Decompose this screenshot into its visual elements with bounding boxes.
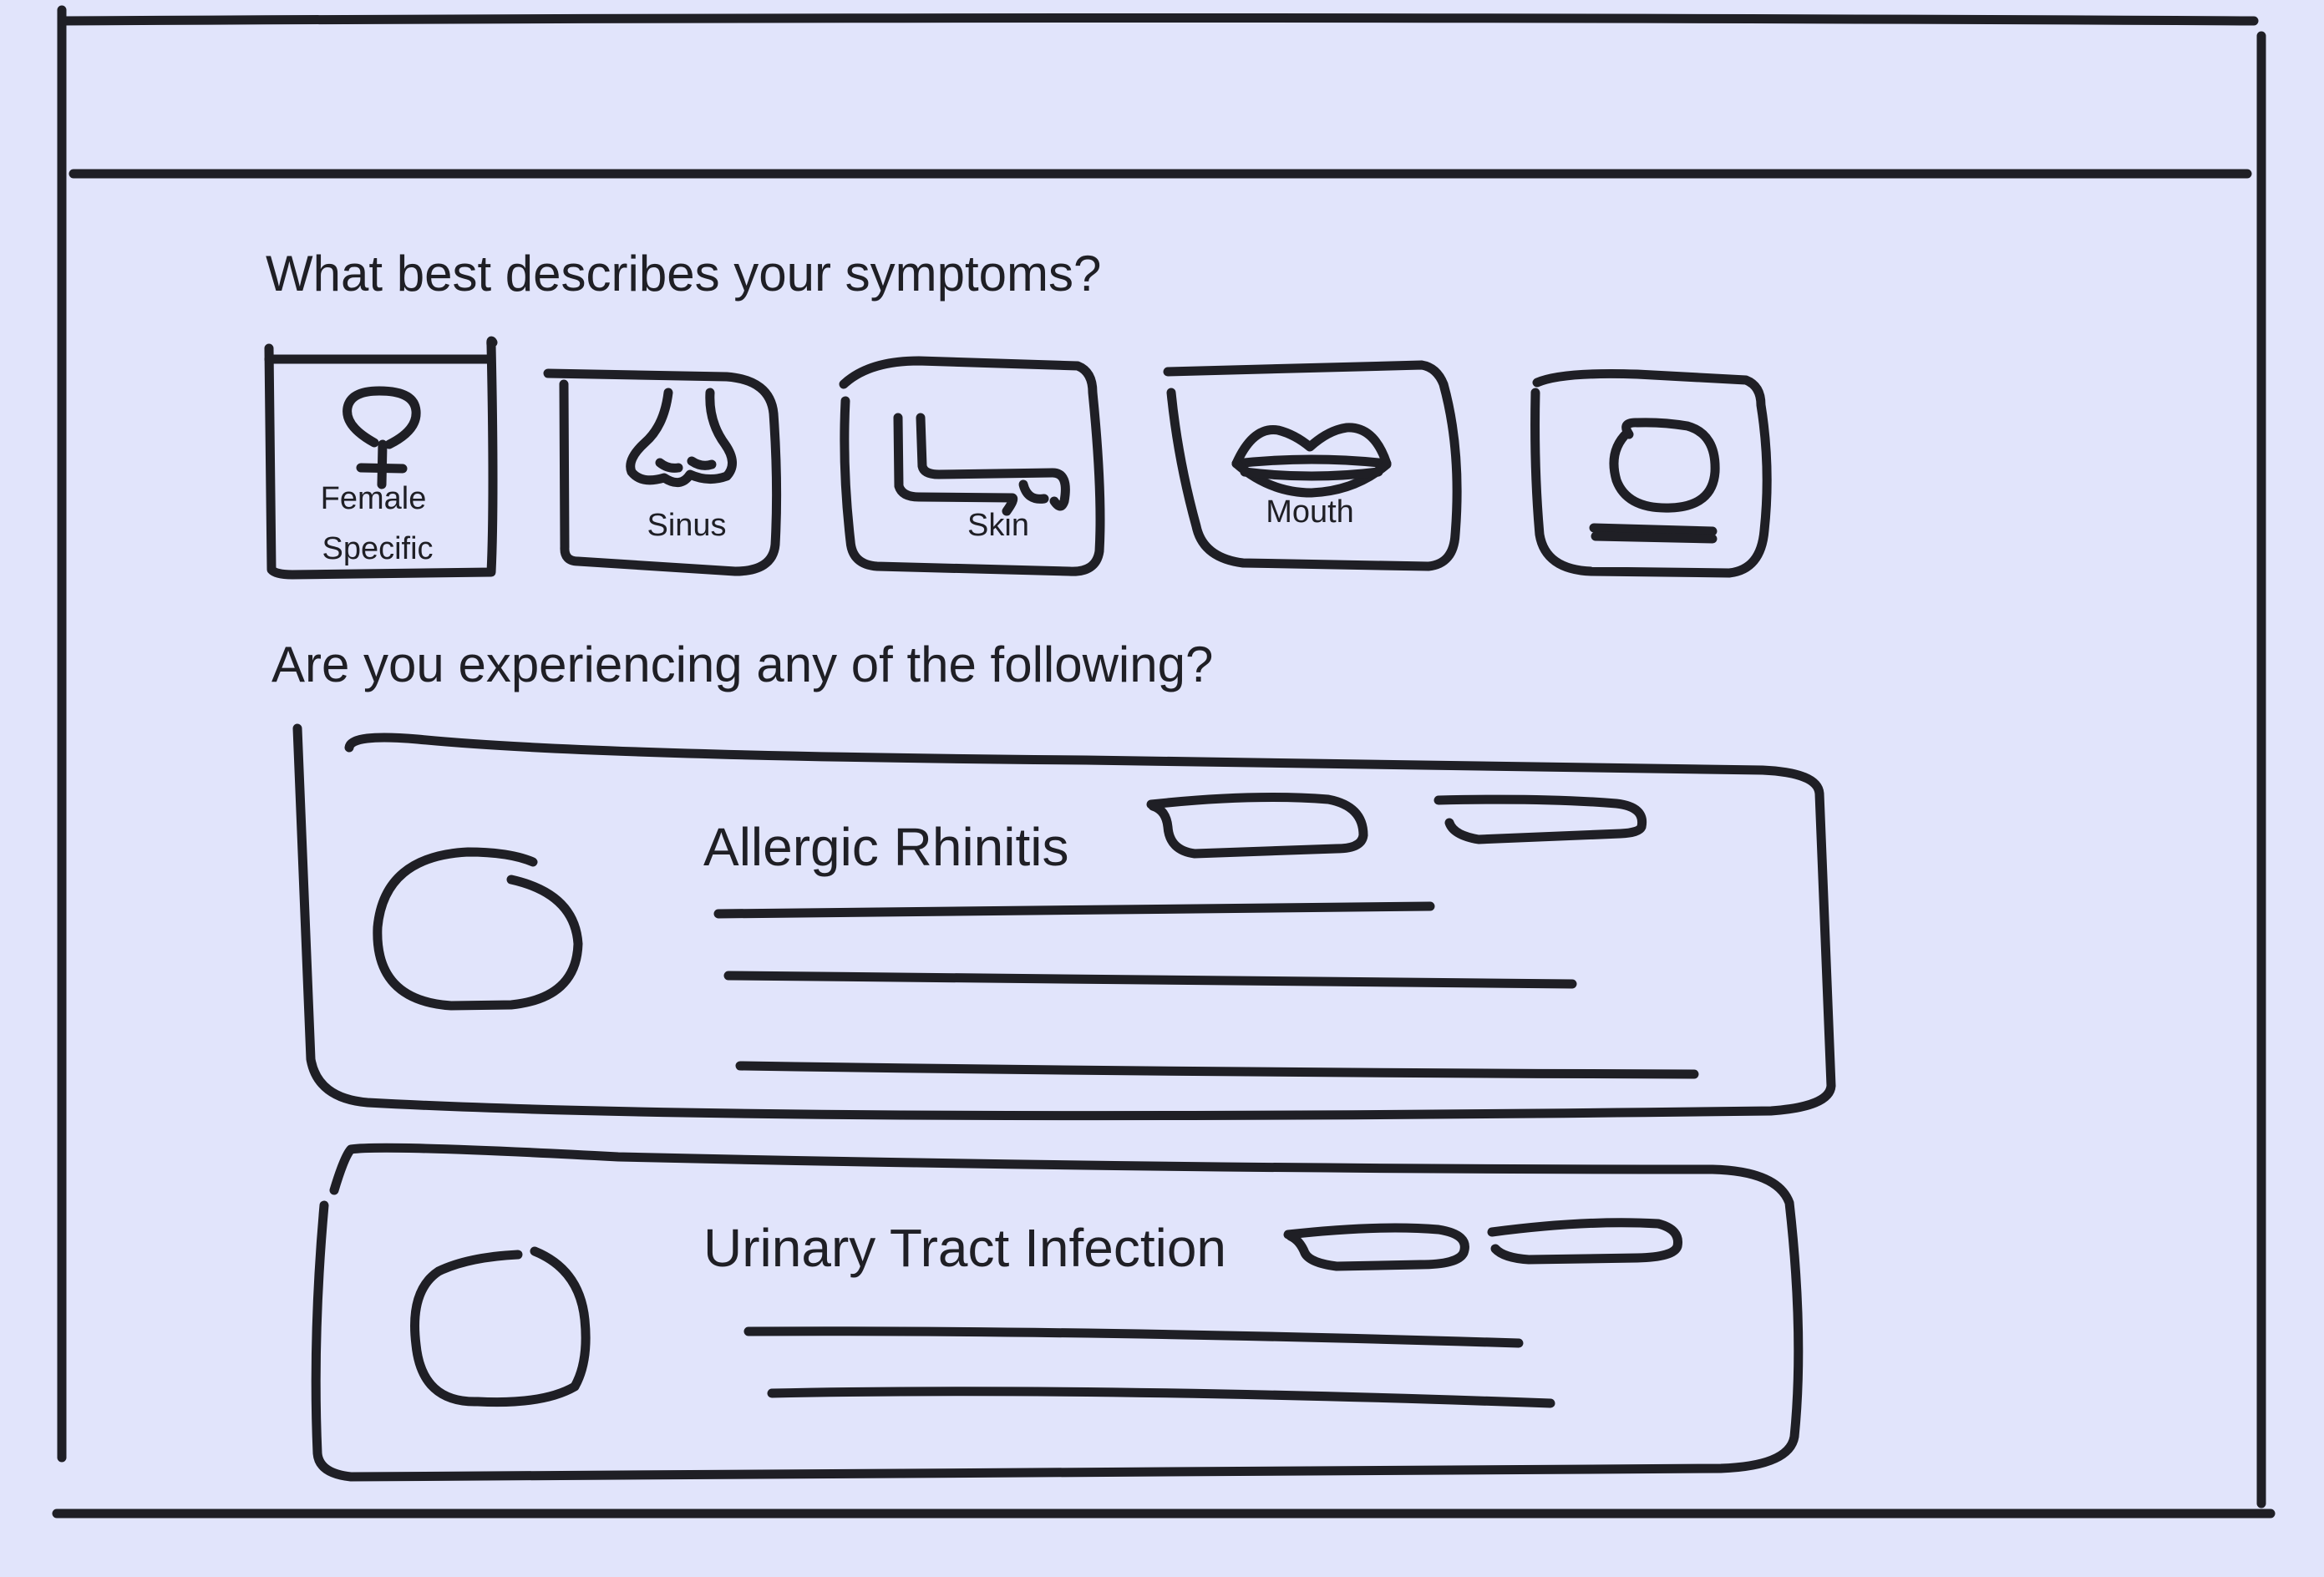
category-tile-sinus[interactable] (560, 368, 779, 576)
tile-sinus-outline (543, 368, 782, 576)
category-label-skin: Skin (967, 508, 1029, 543)
card-allergic-tag-2 (1433, 794, 1647, 844)
condition-title-urinary-tract-infection: Urinary Tract Infection (703, 1218, 1226, 1278)
female-symbol-icon (343, 386, 421, 489)
condition-title-allergic-rhinitis: Allergic Rhinitis (703, 817, 1069, 877)
window-frame (52, 5, 2276, 1519)
card-allergic-tag-1 (1146, 793, 1368, 859)
card-uti-tag-2 (1487, 1218, 1682, 1265)
lips-icon (1231, 423, 1392, 498)
placeholder-icon (1589, 418, 1720, 544)
nose-icon (626, 388, 737, 488)
condition-card-urinary-tract-infection[interactable] (314, 1146, 1809, 1480)
skin-icon (893, 413, 1070, 516)
tile-mouth-outline (1163, 360, 1462, 571)
tile-skin-outline (839, 356, 1105, 576)
category-label-female-line1: Female (320, 481, 427, 516)
category-tile-placeholder[interactable] (1530, 369, 1769, 578)
condition-card-allergic-rhinitis[interactable] (297, 728, 1834, 1121)
category-tile-mouth[interactable] (1168, 361, 1462, 570)
tile-female-outline (264, 336, 498, 580)
category-tile-skin[interactable] (840, 359, 1105, 578)
card-uti-avatar-icon (410, 1246, 591, 1407)
category-label-female-line2: Specific (322, 531, 434, 566)
card-allergic-text-lines (713, 901, 1699, 1079)
card-uti-text-lines (743, 1326, 1555, 1408)
tile-placeholder-outline (1530, 368, 1772, 578)
symptoms-question: What best describes your symptoms? (266, 246, 1102, 302)
category-label-sinus: Sinus (647, 508, 727, 543)
category-label-mouth: Mouth (1266, 494, 1354, 530)
following-question: Are you experiencing any of the followin… (271, 636, 1214, 692)
card-allergic-outline (292, 723, 1836, 1121)
card-uti-tag-1 (1283, 1223, 1469, 1271)
card-allergic-avatar-icon (373, 847, 583, 1011)
card-uti-outline (311, 1143, 1804, 1482)
